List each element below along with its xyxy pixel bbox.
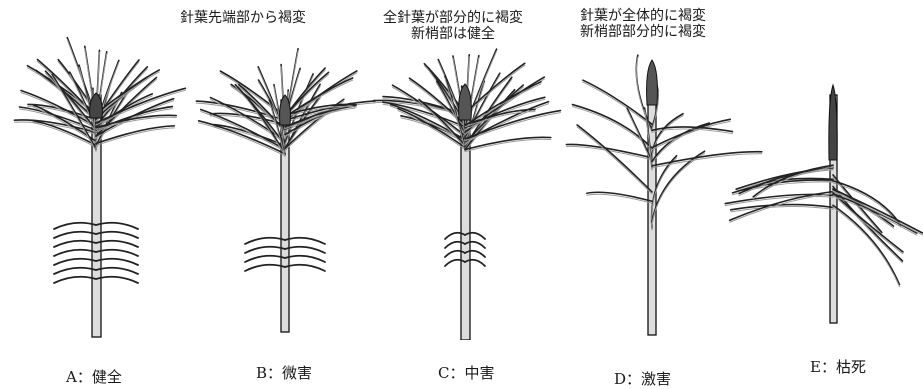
- label-d: D：激害: [614, 368, 671, 389]
- lower-needle: [285, 256, 325, 262]
- lower-needle: [245, 238, 285, 244]
- needle: [587, 192, 652, 201]
- lower-needle: [245, 247, 285, 253]
- plant-d-needles: [566, 55, 761, 230]
- lower-needle: [285, 265, 325, 271]
- plant-e: [725, 85, 922, 323]
- needle-shade: [465, 139, 551, 151]
- lower-needle: [54, 241, 96, 247]
- plant-a-needles: [14, 38, 185, 152]
- plant-illustrations: [0, 0, 923, 340]
- plant-c: [374, 49, 561, 340]
- lower-needle: [245, 265, 285, 271]
- lower-needle: [54, 259, 96, 265]
- label-a: A：健全: [66, 366, 122, 387]
- lower-needle: [96, 277, 138, 283]
- lower-needle: [96, 268, 138, 274]
- lower-needle: [96, 232, 138, 238]
- lower-needle: [54, 250, 96, 256]
- needle-shade: [572, 107, 652, 150]
- needle: [572, 105, 652, 148]
- needle-shade: [96, 128, 174, 146]
- plant-b: [196, 49, 375, 332]
- lower-needle: [96, 241, 138, 247]
- lower-needle: [54, 232, 96, 238]
- plant-a: [14, 38, 185, 337]
- lower-needle: [54, 277, 96, 283]
- lower-needle: [285, 247, 325, 253]
- lower-needle: [285, 238, 325, 244]
- label-e: E：枯死: [810, 356, 866, 377]
- lower-needle: [54, 223, 96, 229]
- lower-needle: [96, 250, 138, 256]
- plant-e-needles: [725, 165, 922, 286]
- plant-c-bud: [459, 84, 472, 120]
- needle: [833, 189, 922, 233]
- lower-needle: [54, 268, 96, 274]
- lower-needle: [96, 223, 138, 229]
- label-b: B：微害: [256, 362, 312, 383]
- plant-d-bud: [647, 60, 658, 105]
- needle-shade: [652, 121, 730, 149]
- lower-needle: [245, 256, 285, 262]
- needle: [652, 151, 705, 222]
- label-c: C：中害: [438, 362, 494, 383]
- lower-needle: [96, 259, 138, 265]
